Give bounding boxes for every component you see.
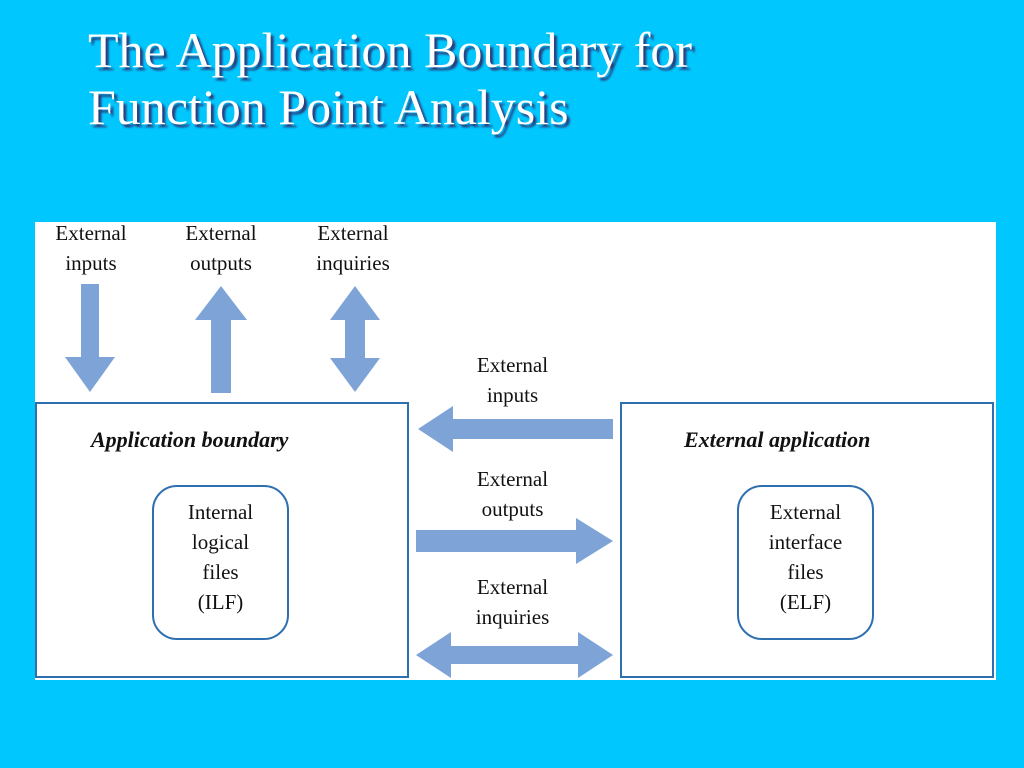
middle-label-inputs-line-1: External: [476, 353, 549, 377]
middle-label-external-inputs: External inputs: [455, 350, 570, 410]
top-label-inquiries-line-2: inquiries: [316, 251, 390, 275]
elf-line-4: (ELF): [779, 590, 832, 614]
external-outputs-right-arrow: [416, 518, 613, 564]
external-application-title: External application: [684, 427, 871, 452]
middle-label-inputs-line-2: inputs: [486, 383, 539, 407]
ilf-line-1: Internal: [187, 500, 254, 524]
external-inquiries-leftright-arrow: [416, 632, 613, 678]
ilf-node: [152, 485, 289, 640]
middle-label-outputs-line-2: outputs: [481, 497, 544, 521]
ilf-line-2: logical: [191, 530, 250, 554]
external-inputs-left-arrow: [418, 406, 613, 452]
function-point-diagram: External inputs External outputs Externa…: [35, 221, 996, 680]
external-outputs-up-arrow: [195, 286, 247, 393]
ilf-line-4: (ILF): [197, 590, 244, 614]
elf-line-2: interface: [768, 530, 843, 554]
middle-label-inquiries-line-2: inquiries: [475, 605, 550, 629]
ilf-line-3: files: [202, 560, 239, 584]
top-label-outputs-line-2: outputs: [190, 251, 252, 275]
top-label-inputs-line-2: inputs: [65, 251, 117, 275]
elf-line-1: External: [769, 500, 842, 524]
elf-node: [737, 485, 874, 640]
slide-title: The Application Boundary for Function Po…: [88, 22, 988, 136]
elf-label: External interface files (ELF): [738, 497, 873, 617]
diagram-graphics: [35, 284, 994, 678]
external-inputs-down-arrow: [65, 284, 115, 392]
middle-label-external-outputs: External outputs: [455, 464, 570, 524]
slide-title-line-2: Function Point Analysis: [88, 79, 569, 135]
top-label-inquiries-line-1: External: [317, 221, 389, 245]
middle-label-inquiries-line-1: External: [476, 575, 549, 599]
external-inquiries-updown-arrow: [330, 286, 380, 392]
slide-title-line-1: The Application Boundary for: [88, 22, 693, 78]
top-label-external-outputs: External outputs: [169, 218, 273, 278]
application-boundary-title: Application boundary: [91, 427, 289, 452]
middle-label-external-inquiries: External inquiries: [455, 572, 570, 632]
top-label-inputs-line-1: External: [55, 221, 127, 245]
top-label-external-inputs: External inputs: [39, 218, 143, 278]
middle-label-outputs-line-1: External: [476, 467, 549, 491]
top-label-outputs-line-1: External: [185, 221, 257, 245]
top-label-external-inquiries: External inquiries: [301, 218, 405, 278]
ilf-label: Internal logical files (ILF): [153, 497, 288, 617]
elf-line-3: files: [787, 560, 824, 584]
